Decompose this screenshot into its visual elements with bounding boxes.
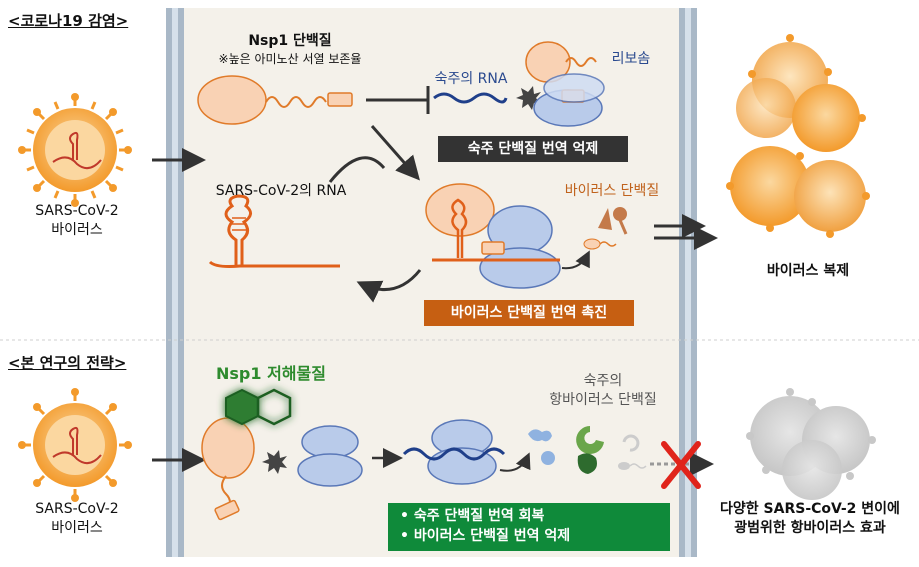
antiviral-label-line2: 항바이러스 단백질 <box>549 392 657 408</box>
nsp1-with-inhibitor <box>201 388 292 521</box>
result-label-line1: 다양한 SARS-CoV-2 변이에 <box>720 501 900 517</box>
viral-protein-label: 바이러스 단백질 <box>564 183 660 199</box>
antiviral-label: 숙주의 항바이러스 단백질 <box>528 372 678 410</box>
host-rna <box>433 92 508 104</box>
host-rna-label: 숙주의 RNA <box>434 71 508 87</box>
block-x-icon <box>661 441 701 489</box>
block-burst-icon <box>516 86 541 110</box>
ribosome-label: 리보솜 <box>611 51 651 67</box>
result-label: 다양한 SARS-CoV-2 변이에 광범위한 항바이러스 효과 <box>704 500 916 538</box>
box-host-translation-suppressed: 숙주 단백질 번역 억제 <box>438 136 628 162</box>
virus-label-top: SARS-CoV-2 바이러스 <box>22 202 132 240</box>
nsp1-protein-top <box>197 75 353 125</box>
ribosome-top <box>525 41 605 127</box>
section-header-strategy: <본 연구의 전략> <box>8 354 127 372</box>
nsp1-note: ※높은 아미노산 서열 보존율 <box>218 52 362 66</box>
antiviral-label-line1: 숙주의 <box>583 373 623 389</box>
replicated-viruses <box>726 34 870 238</box>
inhibitor-label: Nsp1 저해물질 <box>216 364 326 383</box>
virus-icon-bottom <box>18 388 132 502</box>
effect-item: • 숙주 단백질 번역 회복 <box>400 508 545 524</box>
box-strategy-effects: • 숙주 단백질 번역 회복 • 바이러스 단백질 번역 억제 <box>388 503 670 551</box>
viral-rna-label: SARS-CoV-2의 RNA <box>215 183 347 199</box>
virus-icon-top <box>18 93 132 207</box>
ribosome-center <box>425 183 561 289</box>
nsp1-title: Nsp1 단백질 <box>248 33 332 49</box>
virus-label-bottom-line1: SARS-CoV-2 <box>35 501 119 517</box>
virus-label-top-line1: SARS-CoV-2 <box>35 203 119 219</box>
antiviral-protein-icons <box>528 426 647 474</box>
result-label-line2: 광범위한 항바이러스 효과 <box>734 520 886 536</box>
effect-item-text: 바이러스 단백질 번역 억제 <box>413 528 571 544</box>
virus-label-bottom: SARS-CoV-2 바이러스 <box>22 500 132 538</box>
inhibitor-molecule-icon <box>225 388 292 426</box>
virus-label-top-line2: 바이러스 <box>51 222 103 238</box>
viral-protein-icons <box>583 207 628 250</box>
effect-item-text: 숙주 단백질 번역 회복 <box>413 508 545 524</box>
virus-label-bottom-line2: 바이러스 <box>51 520 103 536</box>
box-viral-translation-promoted: 바이러스 단백질 번역 촉진 <box>424 300 634 326</box>
ribosome-free <box>297 425 363 487</box>
replication-label: 바이러스 복제 <box>766 263 850 279</box>
effect-item: • 바이러스 단백질 번역 억제 <box>400 528 571 544</box>
viral-rna-top <box>208 194 340 268</box>
blocked-viruses <box>746 388 876 500</box>
ribosome-translating <box>402 419 506 485</box>
section-header-infection: <코로나19 감염> <box>8 12 129 30</box>
